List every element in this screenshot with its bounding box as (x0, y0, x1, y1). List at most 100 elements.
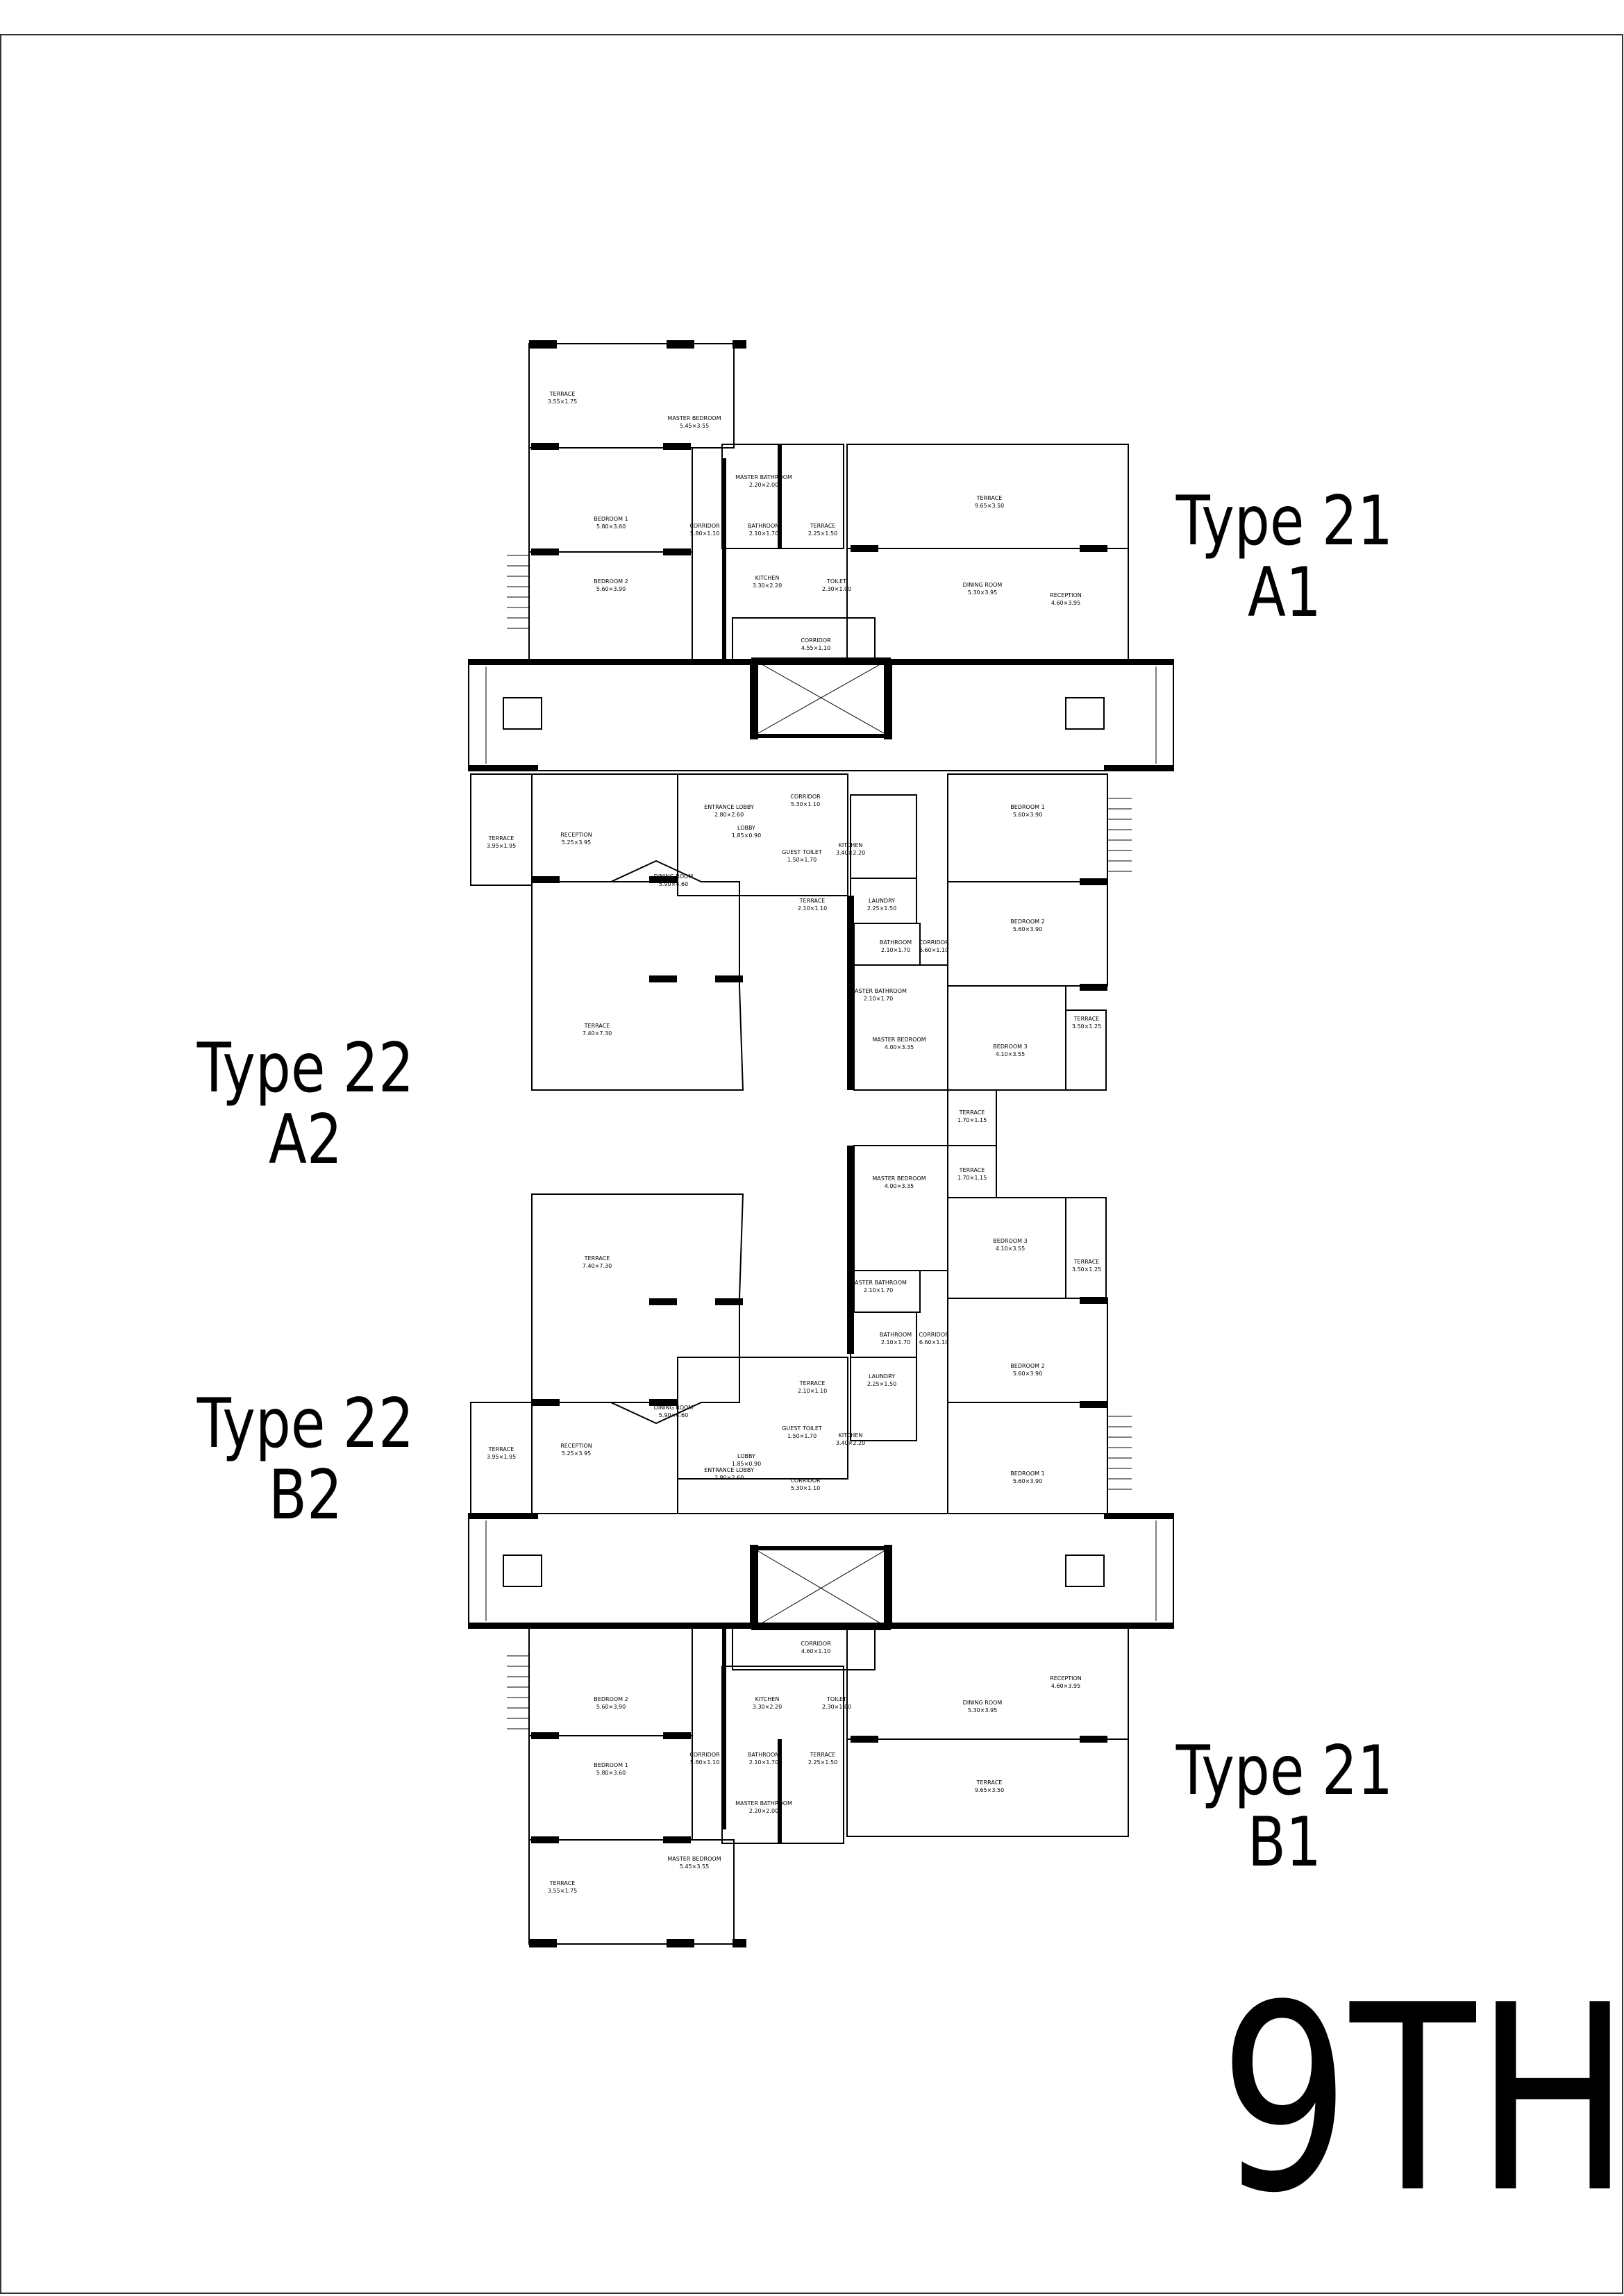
room-name-label: TERRACE (976, 1779, 1003, 1786)
room-dimension-label: 4.00×3.35 (885, 1183, 914, 1189)
upper-core-walls (469, 660, 1173, 771)
unit-type-label-21-a1: Type 21 A1 (1160, 486, 1410, 629)
room-name-label: ENTRANCE LOBBY (704, 804, 754, 810)
floor-plan (468, 340, 1174, 1947)
room-dimension-label: 2.20×2.00 (749, 1808, 778, 1814)
room-dimension-label: 5.30×3.95 (968, 1707, 997, 1713)
room-dimension-label: 5.25×3.95 (562, 1450, 591, 1457)
room-dimension-label: 3.30×2.20 (753, 583, 782, 589)
room-name-label: BEDROOM 3 (993, 1044, 1027, 1050)
floor-level-label: 9TH (1219, 1951, 1624, 2249)
room-dimension-label: 9.65×3.50 (975, 1787, 1004, 1793)
room-name-label: BEDROOM 1 (594, 516, 628, 522)
room-dimension-label: 5.25×3.95 (562, 839, 591, 846)
room-dimension-label: 5.60×3.90 (1013, 926, 1042, 932)
room-name-label: CORRIDOR (790, 794, 821, 800)
room-dimension-label: 3.30×2.20 (753, 1704, 782, 1710)
room-name-label: CORRIDOR (689, 1752, 720, 1758)
room-dimension-label: 2.10×1.10 (798, 1388, 827, 1394)
unit-22-b2-terrace-rails (1107, 1416, 1132, 1490)
room-dimension-label: 2.10×1.70 (864, 1287, 893, 1293)
room-dimension-label: 2.10×1.70 (749, 530, 778, 537)
room-dimension-label: 1.70×1.15 (957, 1117, 987, 1123)
room-name-label: BATHROOM (880, 939, 912, 946)
room-name-label: BATHROOM (748, 1752, 780, 1758)
room-dimension-label: 1.85×0.90 (732, 832, 761, 839)
unit-type-line1: Type 22 (196, 1029, 415, 1108)
room-name-label: MASTER BEDROOM (667, 415, 721, 421)
unit-21-a1-walls (529, 340, 1107, 660)
room-dimension-label: 5.80×3.60 (596, 523, 626, 530)
room-dimension-label: 5.30×1.10 (791, 1485, 820, 1491)
room-name-label: TERRACE (959, 1109, 985, 1116)
room-dimension-label: 2.20×2.00 (749, 482, 778, 488)
room-dimension-label: 2.10×1.10 (798, 905, 827, 912)
room-dimension-label: 2.80×2.60 (714, 1475, 744, 1481)
room-name-label: LAUNDRY (869, 898, 895, 904)
room-name-label: TERRACE (976, 495, 1003, 501)
unit-type-label-21-b1: Type 21 B1 (1160, 1736, 1410, 1879)
room-dimension-label: 5.90×4.60 (659, 881, 688, 887)
room-name-label: LAUNDRY (869, 1373, 895, 1380)
room-dimension-label: 5.60×3.90 (1013, 812, 1042, 818)
unit-type-line1: Type 22 (196, 1384, 415, 1464)
room-dimension-label: 1.50×1.70 (787, 857, 817, 863)
room-name-label: CORRIDOR (689, 523, 720, 529)
room-name-label: KITCHEN (755, 1696, 780, 1702)
room-dimension-label: 5.60×3.90 (596, 586, 626, 592)
unit-type-line2: A2 (268, 1100, 343, 1180)
room-name-label: LOBBY (737, 1453, 755, 1459)
room-name-label: MASTER BEDROOM (667, 1856, 721, 1862)
room-name-label: CORRIDOR (919, 1332, 949, 1338)
room-dimension-label: 2.10×1.70 (864, 996, 893, 1002)
room-dimension-label: 3.40×2.20 (836, 850, 865, 856)
room-name-label: RECEPTION (1050, 592, 1082, 598)
room-dimension-label: 5.80×1.10 (690, 530, 719, 537)
room-name-label: BEDROOM 2 (594, 578, 628, 585)
room-name-label: GUEST TOILET (782, 1425, 822, 1432)
sheet-border (0, 34, 1623, 2294)
unit-type-line2: B2 (268, 1455, 343, 1535)
room-dimension-label: 2.25×1.50 (808, 530, 837, 537)
room-name-label: CORRIDOR (790, 1477, 821, 1484)
room-dimension-label: 3.55×1.75 (548, 399, 577, 405)
room-dimension-label: 5.90×4.60 (659, 1412, 688, 1418)
unit-22-a2-terrace-rails (1107, 798, 1132, 872)
room-name-label: RECEPTION (1050, 1675, 1082, 1682)
room-name-label: RECEPTION (560, 832, 592, 838)
room-dimension-label: 5.60×3.90 (1013, 1478, 1042, 1484)
upper-core (468, 657, 1174, 771)
room-dimension-label: 5.30×3.95 (968, 589, 997, 596)
unit-type-line2: A1 (1247, 553, 1322, 632)
room-dimension-label: 2.80×2.60 (714, 812, 744, 818)
room-name-label: TERRACE (1073, 1016, 1100, 1022)
room-dimension-label: 1.85×0.90 (732, 1461, 761, 1467)
room-name-label: CORRIDOR (801, 1641, 831, 1647)
room-name-label: ENTRANCE LOBBY (704, 1467, 754, 1473)
room-name-label: DINING ROOM (963, 582, 1003, 588)
room-name-label: DINING ROOM (654, 1405, 694, 1411)
room-name-label: KITCHEN (755, 575, 780, 581)
room-dimension-label: 6.60×1.10 (919, 1339, 948, 1346)
unit-22-a2-walls (532, 876, 1107, 1090)
room-name-label: BEDROOM 1 (1010, 1470, 1044, 1477)
unit-type-label-22-b2: Type 22 B2 (181, 1389, 431, 1532)
room-name-label: RECEPTION (560, 1443, 592, 1449)
room-name-label: TERRACE (799, 1380, 826, 1386)
room-dimension-label: 6.60×1.10 (919, 947, 948, 953)
room-name-label: GUEST TOILET (782, 849, 822, 855)
room-name-label: TERRACE (810, 523, 836, 529)
unit-22-a2-outline (470, 773, 1108, 1146)
room-dimension-label: 3.95×1.95 (487, 1454, 516, 1460)
room-dimension-label: 4.60×3.95 (1051, 1683, 1080, 1689)
room-dimension-label: 3.50×1.25 (1072, 1266, 1101, 1273)
room-name-label: MASTER BEDROOM (872, 1037, 926, 1043)
room-name-label: BEDROOM 1 (594, 1762, 628, 1768)
room-name-label: TERRACE (549, 391, 576, 397)
room-dimension-label: 4.10×3.55 (996, 1051, 1025, 1057)
room-name-label: TERRACE (584, 1023, 610, 1029)
room-dimension-label: 4.60×3.95 (1051, 600, 1080, 606)
room-dimension-label: 7.40×7.30 (583, 1263, 612, 1269)
room-name-label: TERRACE (1073, 1259, 1100, 1265)
